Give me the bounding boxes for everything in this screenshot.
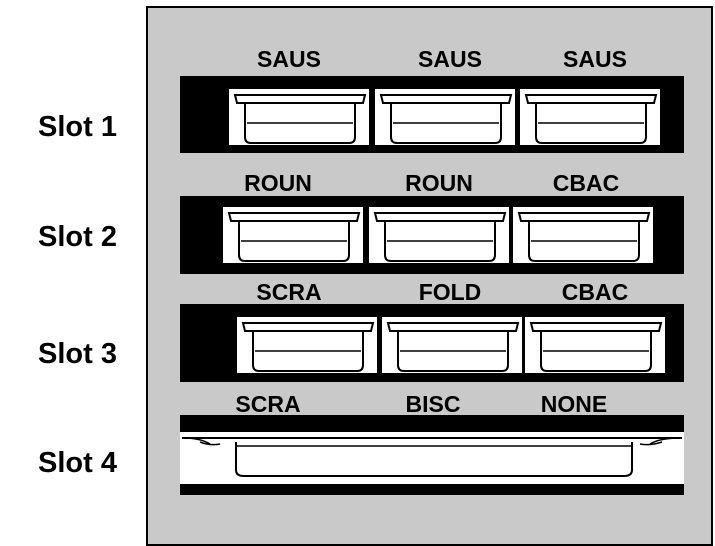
slot-3-pan-1[interactable] [236,316,378,374]
slot-2-pan-2-label: ROUN [405,170,473,196]
pan-icon [227,212,361,262]
pan-icon [233,94,367,144]
slot-1-label: Slot 1 [38,111,117,143]
slot-2-pan-3-label: CBAC [552,170,620,196]
pan-icon [379,94,513,144]
slot-4-pan-3-label: NONE [540,391,608,417]
pan-icon [373,212,507,262]
pan-icon [517,212,651,262]
pan-icon [241,322,375,372]
slot-1-pan-3[interactable] [519,88,661,146]
slot-2-pan-1-label: ROUN [244,170,312,196]
slot-1-pan-1-label: SAUS [257,46,321,72]
slot-1-pan-2[interactable] [374,88,516,146]
slot-2-pan-2[interactable] [368,206,510,264]
slot-2-label: Slot 2 [38,221,117,253]
slot-3-pan-2-label: FOLD [418,279,482,305]
slot-1-pan-3-label: SAUS [563,46,627,72]
slot-2-pan-3[interactable] [512,206,654,264]
pan-icon [386,322,520,372]
slot-3-pan-3-label: CBAC [561,279,629,305]
pan-icon [529,322,663,372]
slot-3-label: Slot 3 [38,338,117,370]
slot-4-pan-1-label: SCRA [235,391,301,417]
full-size-pan-icon [182,437,682,477]
slot-1-pan-2-label: SAUS [418,46,482,72]
slot-3-pan-2[interactable] [381,316,523,374]
pan-icon [524,94,658,144]
slot-4-pan-2-label: BISC [405,391,461,417]
slot-2-pan-1[interactable] [222,206,364,264]
slot-4-label: Slot 4 [38,447,117,479]
slot-1-pan-1[interactable] [228,88,370,146]
slot-3-pan-3[interactable] [524,316,666,374]
slot-4-full-pan[interactable] [180,432,684,484]
slot-3-pan-1-label: SCRA [256,279,322,305]
